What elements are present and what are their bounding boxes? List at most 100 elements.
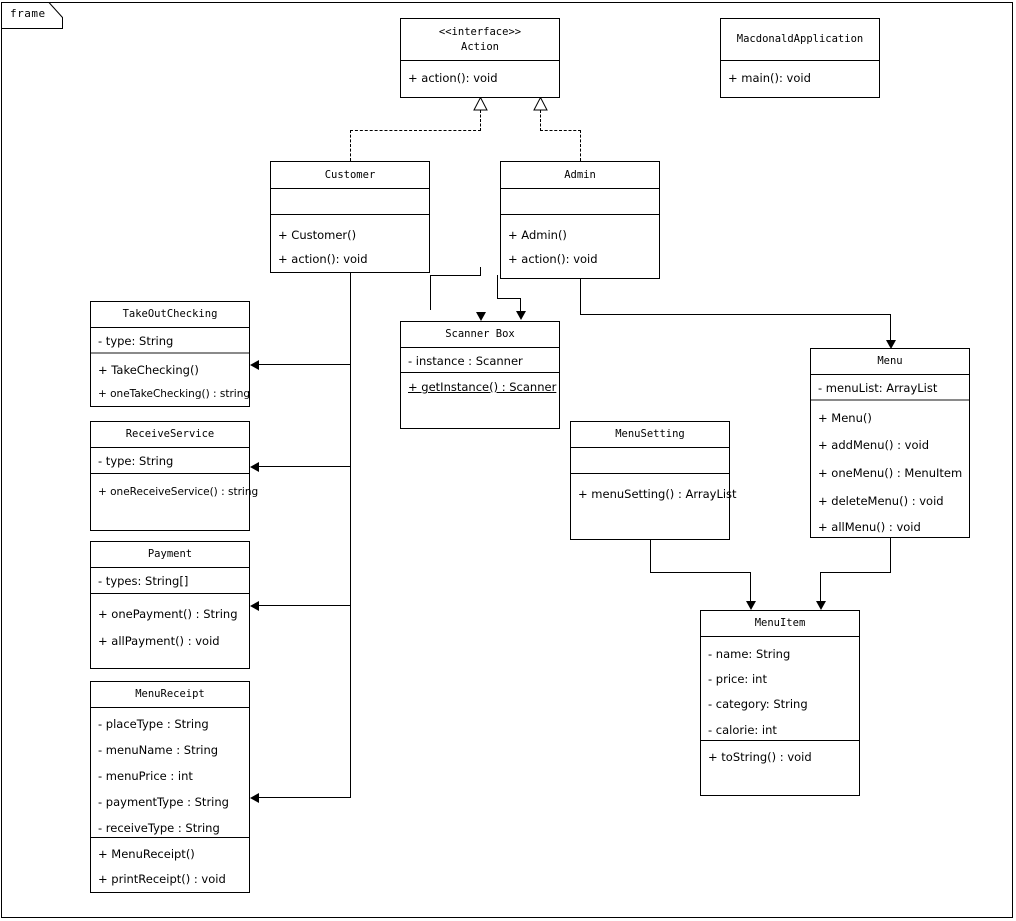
class-action-operations: + action(): void bbox=[401, 61, 559, 98]
assoc-menu-menuitem-vertical bbox=[890, 538, 891, 573]
class-take-out-checking-header: TakeOutChecking bbox=[91, 302, 249, 328]
class-receive-service-attribute: - type: String bbox=[98, 453, 174, 468]
class-payment-attributes: - types: String[] bbox=[91, 568, 249, 594]
assoc-customer-receiveservice bbox=[259, 466, 351, 467]
class-menu-operation: + oneMenu() : MenuItem bbox=[818, 466, 963, 480]
class-macdonald-application-operations: + main(): void bbox=[721, 61, 879, 98]
class-customer-operations: + Customer() + action(): void bbox=[271, 215, 429, 271]
class-action-name: Action bbox=[461, 40, 499, 53]
class-menu-setting-attributes bbox=[571, 448, 729, 474]
class-payment-operations: + onePayment() : String + allPayment() :… bbox=[91, 594, 249, 668]
class-take-out-checking-operation: + TakeChecking() bbox=[98, 362, 199, 377]
class-menu-item-attribute: - price: int bbox=[708, 671, 767, 686]
realization-customer-action-riser bbox=[480, 110, 481, 131]
class-receive-service-attributes: - type: String bbox=[91, 448, 249, 474]
class-menu-operations: + Menu() + addMenu() : void + oneMenu() … bbox=[811, 401, 969, 537]
realization-triangle-customer bbox=[473, 97, 488, 111]
class-menu-receipt-operations: + MenuReceipt() + printReceipt() : void bbox=[91, 838, 249, 892]
class-menu-setting-operation: + menuSetting() : ArrayList bbox=[578, 487, 737, 501]
class-receive-service-operation: + oneReceiveService() : string bbox=[98, 486, 259, 498]
arrowhead-menu-menuitem bbox=[816, 601, 826, 610]
class-menu-item[interactable]: MenuItem - name: String - price: int - c… bbox=[700, 610, 860, 796]
class-menu-operation: + addMenu() : void bbox=[818, 438, 930, 452]
class-payment-operation: + allPayment() : void bbox=[98, 634, 220, 648]
class-receive-service[interactable]: ReceiveService - type: String + oneRecei… bbox=[90, 421, 259, 531]
arrowhead-customer-receiveservice bbox=[250, 462, 259, 472]
assoc-admin-scanner-vertical-a bbox=[497, 275, 498, 299]
class-menu-receipt[interactable]: MenuReceipt - placeType : String - menuN… bbox=[90, 681, 250, 893]
class-admin[interactable]: Admin + Admin() + action(): void bbox=[500, 161, 660, 279]
class-take-out-checking[interactable]: TakeOutChecking - type: String + TakeChe… bbox=[90, 301, 250, 407]
class-menu-receipt-attributes: - placeType : String - menuName : String… bbox=[91, 708, 249, 838]
class-macdonald-application[interactable]: MacdonaldApplication + main(): void bbox=[720, 18, 880, 98]
class-payment-operation: + onePayment() : String bbox=[98, 607, 238, 621]
class-payment-header: Payment bbox=[91, 542, 249, 568]
class-admin-operation: + Admin() bbox=[508, 228, 567, 242]
class-scanner-box[interactable]: Scanner Box - instance : Scanner + getIn… bbox=[400, 321, 560, 429]
class-scanner-box-operation: + getInstance() : Scanner bbox=[408, 380, 557, 394]
class-customer[interactable]: Customer + Customer() + action(): void bbox=[270, 161, 430, 273]
class-menu-receipt-operation: + MenuReceipt() bbox=[98, 847, 195, 861]
assoc-menu-menuitem-drop bbox=[820, 572, 821, 602]
arrowhead-admin-scanner bbox=[516, 311, 526, 320]
class-menu-receipt-attribute: - menuPrice : int bbox=[98, 769, 193, 783]
assoc-admin-scanner-horizontal bbox=[497, 298, 521, 299]
class-customer-operation: + action(): void bbox=[278, 252, 368, 266]
class-menu-attribute: - menuList: ArrayList bbox=[818, 380, 938, 395]
class-menu-receipt-attribute: - menuName : String bbox=[98, 743, 219, 757]
assoc-customer-scanner-vertical bbox=[430, 275, 431, 310]
class-macdonald-application-header: MacdonaldApplication bbox=[721, 19, 879, 61]
class-receive-service-operations: + oneReceiveService() : string bbox=[91, 474, 259, 530]
class-menu-operation: + deleteMenu() : void bbox=[818, 493, 944, 508]
arrowhead-customer-payment bbox=[250, 601, 259, 611]
realization-admin-action-horizontal bbox=[540, 130, 581, 131]
assoc-customer-menureceipt bbox=[259, 797, 351, 798]
assoc-menu-menuitem-horizontal bbox=[820, 572, 891, 573]
realization-triangle-admin bbox=[533, 97, 548, 111]
class-menu[interactable]: Menu - menuList: ArrayList + Menu() + ad… bbox=[810, 348, 970, 538]
class-action[interactable]: <<interface>> Action + action(): void bbox=[400, 18, 560, 98]
class-menu-item-attributes: - name: String - price: int - category: … bbox=[701, 637, 859, 741]
class-admin-operations: + Admin() + action(): void bbox=[501, 215, 659, 277]
assoc-customer-scanner-stub bbox=[480, 267, 481, 276]
class-take-out-checking-attribute: - type: String bbox=[98, 333, 174, 348]
frame-label: frame bbox=[10, 7, 46, 20]
class-receive-service-header: ReceiveService bbox=[91, 422, 249, 448]
class-menu-receipt-operation: + printReceipt() : void bbox=[98, 872, 226, 886]
realization-admin-action-riser bbox=[540, 110, 541, 131]
class-menu-setting[interactable]: MenuSetting + menuSetting() : ArrayList bbox=[570, 421, 737, 540]
realization-customer-action-horizontal bbox=[350, 130, 481, 131]
class-admin-header: Admin bbox=[501, 162, 659, 189]
assoc-admin-menu-horizontal bbox=[580, 314, 891, 315]
class-menu-item-attribute: - name: String bbox=[708, 646, 791, 661]
arrowhead-customer-menureceipt bbox=[250, 793, 259, 803]
class-menu-setting-header: MenuSetting bbox=[571, 422, 729, 448]
class-action-stereotype: <<interface>> bbox=[438, 26, 522, 39]
assoc-admin-menu-vertical bbox=[580, 279, 581, 315]
class-menu-item-attribute: - calorie: int bbox=[708, 723, 777, 737]
class-take-out-checking-operations: + TakeChecking() + oneTakeChecking() : s… bbox=[91, 354, 251, 406]
class-action-operation: + action(): void bbox=[408, 71, 498, 85]
class-menu-header: Menu bbox=[811, 349, 969, 375]
class-take-out-checking-operation: + oneTakeChecking() : string bbox=[98, 388, 251, 400]
assoc-customer-scanner-horizontal bbox=[430, 275, 481, 276]
class-admin-attributes bbox=[501, 189, 659, 215]
realization-customer-action-vertical bbox=[350, 130, 351, 161]
class-menu-attributes: - menuList: ArrayList bbox=[811, 375, 969, 401]
class-customer-attributes bbox=[271, 189, 429, 215]
class-scanner-box-operations: + getInstance() : Scanner bbox=[401, 373, 559, 428]
assoc-menusetting-menuitem-horizontal bbox=[650, 572, 751, 573]
arrowhead-admin-menu bbox=[886, 340, 896, 349]
assoc-admin-menu-drop bbox=[890, 314, 891, 342]
class-payment[interactable]: Payment - types: String[] + onePayment()… bbox=[90, 541, 250, 669]
assoc-menusetting-menuitem-drop bbox=[750, 572, 751, 602]
arrowhead-customer-takeoutchecking bbox=[250, 360, 259, 370]
class-menu-setting-operations: + menuSetting() : ArrayList bbox=[571, 474, 737, 539]
class-menu-receipt-attribute: - receiveType : String bbox=[98, 820, 220, 835]
class-menu-receipt-attribute: - paymentType : String bbox=[98, 795, 229, 809]
class-scanner-box-attributes: - instance : Scanner bbox=[401, 348, 559, 373]
assoc-customer-takeoutchecking bbox=[259, 364, 351, 365]
class-menu-item-operations: + toString() : void bbox=[701, 741, 859, 795]
class-macdonald-application-operation: + main(): void bbox=[728, 71, 811, 85]
